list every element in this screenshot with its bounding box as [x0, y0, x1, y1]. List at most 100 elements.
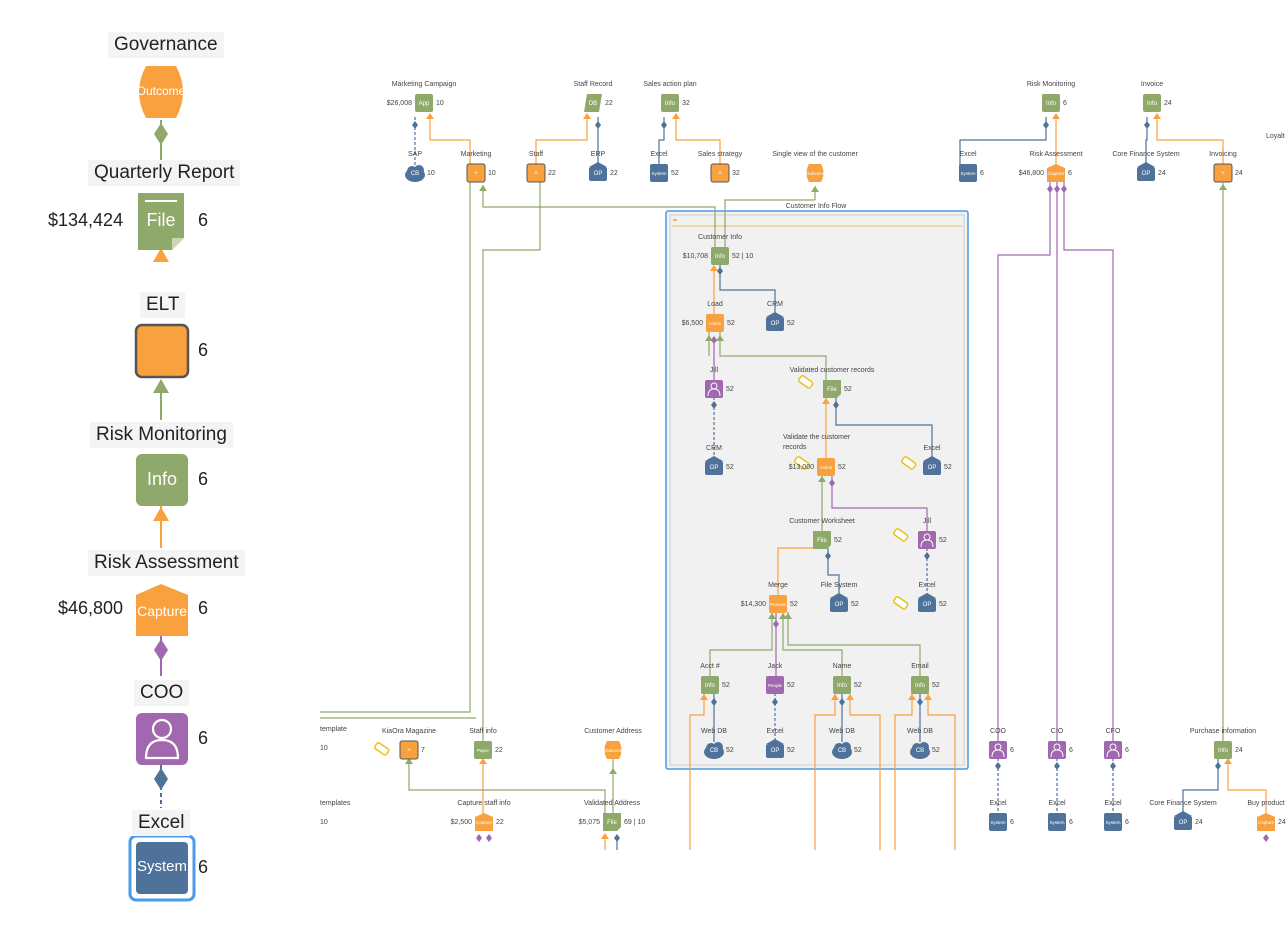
- node-label: File System: [821, 582, 858, 589]
- node-op-19[interactable]: OP: [766, 312, 784, 331]
- node-+-10[interactable]: +: [710, 163, 730, 183]
- node-paper-40[interactable]: Paper: [474, 741, 492, 759]
- elt-action-shape[interactable]: [134, 323, 190, 379]
- node-cb-5[interactable]: CB: [405, 165, 425, 182]
- system-count: 6: [198, 857, 209, 877]
- node-action-23[interactable]: Action: [817, 458, 835, 476]
- connector-line: [777, 547, 817, 596]
- capture-shape[interactable]: [136, 584, 188, 636]
- node-op-29[interactable]: OP: [918, 593, 936, 612]
- node-cb-36[interactable]: CB: [832, 742, 852, 759]
- node-file-21[interactable]: File: [823, 380, 841, 398]
- node-count: 24: [1195, 819, 1203, 826]
- node-+-15[interactable]: +: [1213, 163, 1233, 183]
- system-shape[interactable]: [136, 842, 188, 894]
- node-capture-53[interactable]: Capture: [1257, 813, 1275, 831]
- badge-text: Process: [770, 602, 787, 607]
- node-op-22[interactable]: OP: [705, 456, 723, 475]
- tag-icon[interactable]: [901, 456, 917, 470]
- node-info-17[interactable]: Info: [711, 247, 729, 265]
- node-count: 52: [787, 320, 795, 327]
- diamond-icon: [412, 121, 418, 129]
- node-system-9[interactable]: System: [650, 164, 668, 182]
- customer-info-flow-group[interactable]: [665, 210, 969, 770]
- tag-icon[interactable]: [798, 375, 814, 389]
- node-+-7[interactable]: +: [526, 163, 546, 183]
- node-info-45[interactable]: Info: [1214, 741, 1232, 759]
- badge-text: Paper: [477, 748, 490, 753]
- diamond-icon: [1047, 185, 1053, 193]
- badge-text: +: [718, 171, 722, 177]
- node-person-43[interactable]: [1048, 741, 1066, 759]
- node-system-12[interactable]: System: [959, 164, 977, 182]
- node-capture-47[interactable]: Capture: [475, 813, 493, 831]
- badge-text: Info: [1218, 748, 1229, 754]
- node-cb-37[interactable]: CB: [910, 742, 930, 759]
- node-op-14[interactable]: OP: [1137, 162, 1155, 181]
- node-app-0[interactable]: App: [415, 94, 433, 112]
- node-info-33[interactable]: Info: [911, 676, 929, 694]
- node-shape: [701, 676, 719, 694]
- file-shape[interactable]: [138, 193, 184, 250]
- info-count: 6: [198, 469, 209, 489]
- node-info-3[interactable]: Info: [1042, 94, 1060, 112]
- node-outcome-41[interactable]: Outcome: [604, 741, 623, 759]
- node-label: Capture staff info: [457, 800, 510, 807]
- node-file-25[interactable]: File: [813, 531, 831, 549]
- tag-icon[interactable]: [893, 528, 909, 542]
- node-info-32[interactable]: Info: [833, 676, 851, 694]
- detail-panel: Governance Outcome Quarterly Report $134…: [0, 0, 300, 923]
- node-op-35[interactable]: OP: [766, 739, 784, 758]
- node-info-2[interactable]: Info: [661, 94, 679, 112]
- node-outcome-11[interactable]: Outcome: [806, 164, 825, 182]
- flow-title: Customer Info Flow: [786, 203, 848, 210]
- node-count: 52: [722, 682, 730, 689]
- node-info-30[interactable]: Info: [701, 676, 719, 694]
- node-person-26[interactable]: [918, 531, 936, 549]
- node-+-39[interactable]: +: [399, 740, 419, 760]
- node-cb-34[interactable]: CB: [704, 742, 724, 759]
- node-person-44[interactable]: [1104, 741, 1122, 759]
- node-file-48[interactable]: File: [603, 813, 621, 831]
- node-count: 69 | 10: [624, 819, 645, 826]
- node-people-31[interactable]: People: [766, 676, 784, 694]
- node-op-8[interactable]: OP: [589, 162, 607, 181]
- node-label: Excel: [959, 151, 977, 158]
- node-label: Excel: [1048, 800, 1066, 807]
- connector-line: [482, 181, 541, 742]
- node-action-18[interactable]: Action: [706, 314, 724, 332]
- outcome-shape[interactable]: [139, 66, 183, 118]
- node-+-6[interactable]: +: [466, 163, 486, 183]
- node-op-24[interactable]: OP: [923, 456, 941, 475]
- tag-icon[interactable]: [893, 596, 909, 610]
- node-info-4[interactable]: Info: [1143, 94, 1161, 112]
- plus-icon: [399, 740, 419, 760]
- node-label: Risk Assessment: [1029, 151, 1082, 158]
- node-count: 24: [1278, 819, 1286, 826]
- node-system-49[interactable]: System: [989, 813, 1007, 831]
- info-shape[interactable]: [136, 454, 188, 506]
- node-person-42[interactable]: [989, 741, 1007, 759]
- node-capture-13[interactable]: Capture: [1047, 164, 1065, 182]
- node-label: Load: [707, 301, 723, 308]
- node-label: Web DB: [907, 728, 933, 735]
- node-op-28[interactable]: OP: [830, 593, 848, 612]
- node-system-50[interactable]: System: [1048, 813, 1066, 831]
- tag-icon[interactable]: [374, 742, 390, 756]
- node-process-27[interactable]: Process: [769, 595, 787, 613]
- connector-line: [835, 397, 933, 459]
- node-person-20[interactable]: [705, 380, 723, 398]
- flow-group-box[interactable]: [665, 210, 969, 770]
- node-count: 6: [1125, 819, 1129, 826]
- node-op-52[interactable]: OP: [1174, 811, 1192, 830]
- node-shape: [959, 164, 977, 182]
- arrow-up-icon: [405, 758, 413, 764]
- arrow-up-icon: [768, 613, 776, 619]
- node-db-1[interactable]: DB: [584, 94, 602, 112]
- node-cost: $6,500: [682, 320, 704, 327]
- node-system-51[interactable]: System: [1104, 813, 1122, 831]
- node-label: Excel: [923, 445, 941, 452]
- tag-icon[interactable]: [794, 456, 810, 470]
